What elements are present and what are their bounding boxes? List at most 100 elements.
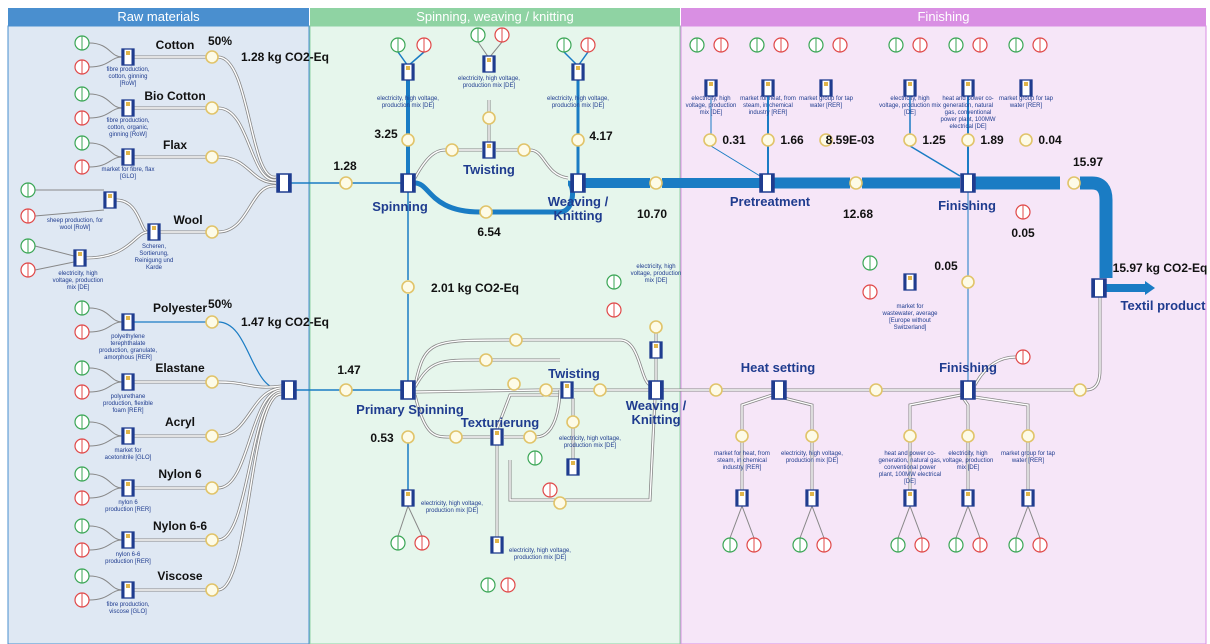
elec-spin-label-line: electricity, high voltage, [377,96,439,102]
process-box-bar [904,80,907,96]
process-wool-elec [73,249,87,267]
process-box-mark [966,82,970,86]
process-box-bar [815,490,818,506]
process-box-mark [126,102,130,106]
flow-line [967,505,981,539]
process-label-nylon6-line: production [RER] [105,507,151,513]
label-fb_elec-line: voltage, production [943,458,994,464]
process-box-mark [1026,492,1030,496]
pre-input-exchange [703,133,717,147]
label-hs_heat-line: market for heat, from [714,451,770,457]
process-box-bar [962,490,965,506]
process-hs_elec [805,489,819,507]
process-box-bar [131,314,134,330]
flow-line [414,394,451,438]
elec-weave-bottom-label-line: voltage, production [631,271,682,277]
process-label-viscose-line: viscose [GLO] [109,609,147,615]
label-fb_chp-line: generation, natural gas, [878,458,941,464]
hs-exchange [709,383,723,397]
label-weaving-bottom: Weaving /Knitting [626,398,687,427]
label-p_water-line: water [RER] [809,103,843,109]
flow-line [974,356,1017,386]
label-fb_elec-line: mix [DE] [957,465,980,471]
wool-proc-label-line: Sortierung, [139,251,169,257]
process-f_water [1019,79,1033,97]
process-box-mark [908,492,912,496]
junction-bar [582,174,585,192]
flow-line [955,505,969,539]
raw-exchange [205,481,219,495]
process-label-nylon66-line: production [RER] [105,559,151,565]
junction-bar [288,174,291,192]
process-nylon66 [121,531,135,549]
process-elec-spin [401,63,415,81]
raw-exchange [205,375,219,389]
spin-in-exchange [339,176,353,190]
process-box-bar [820,80,823,96]
junction-bar [660,381,663,399]
process-box-mark [810,492,814,496]
wastewater-label-line: Switzerland] [894,325,927,331]
synthetic-merge [217,393,283,591]
process-box-bar [500,429,503,445]
flow-line [88,589,123,601]
junction-bar [783,381,786,399]
flow-line [397,505,409,537]
raw-exchange [205,533,219,547]
process-box-bar [411,490,414,506]
raw-exchange [205,315,219,329]
process-box-bar [122,100,125,116]
process-label-bio-line: fibre production, [106,118,149,124]
flow-line [88,473,123,489]
label-f_chp-line: electrical [DE] [949,124,986,130]
process-box-bar [157,224,160,240]
label-fb_water-line: water [RER] [1011,458,1045,464]
process-box-mark [126,376,130,380]
process-box-bar [561,382,564,398]
raw-label-bio: Bio Cotton [144,89,205,103]
process-poly [121,313,135,331]
hs-input-exchange [735,429,749,443]
label-heat-setting: Heat setting [741,360,815,375]
process-box-bar [762,80,765,96]
elec-twist-label: electricity, high voltage,production mix… [458,76,520,89]
label-twisting-top: Twisting [463,162,515,177]
elec-spin-label-line: production mix [DE] [382,103,435,109]
natural-merge [217,185,277,233]
process-label-flax-line: [GLO] [120,174,136,180]
process-box-mark [766,82,770,86]
flow-line [741,394,773,430]
flow-line [909,394,962,430]
waste-exchange [961,275,975,289]
val-v_f_elec: 1.25 [922,133,946,147]
process-box-bar [83,250,86,266]
flow-line [88,487,123,499]
bottom-exchange [649,320,663,334]
process-box-mark [1024,82,1028,86]
label-fb_chp-line: conventional power [884,465,936,471]
pre-out-exchange [849,176,863,190]
fin-input-exchange [961,133,975,147]
process-elast [121,373,135,391]
process-label-cotton-line: cotton, ginning [108,74,147,80]
process-box-bar [122,532,125,548]
process-twisting-top [482,141,496,159]
process-box-bar [411,64,414,80]
raw-label-nylon6: Nylon 6 [158,467,202,481]
label-weaving-top: Weaving /Knitting [548,194,609,223]
weave-out-exchange [649,176,663,190]
process-box-mark [126,430,130,434]
process-box-bar [913,274,916,290]
spin-elec-exchange [401,133,415,147]
process-elec-weave [571,63,585,81]
cotton-co2: 1.28 kg CO2-Eq [241,50,329,64]
label-hs_heat-line: industry [RER] [723,465,762,471]
flow-line-blue [909,145,961,177]
raw-exchange [205,583,219,597]
val-in-natural: 1.28 [333,159,357,173]
label-weaving-bottom-line: Knitting [631,412,680,427]
